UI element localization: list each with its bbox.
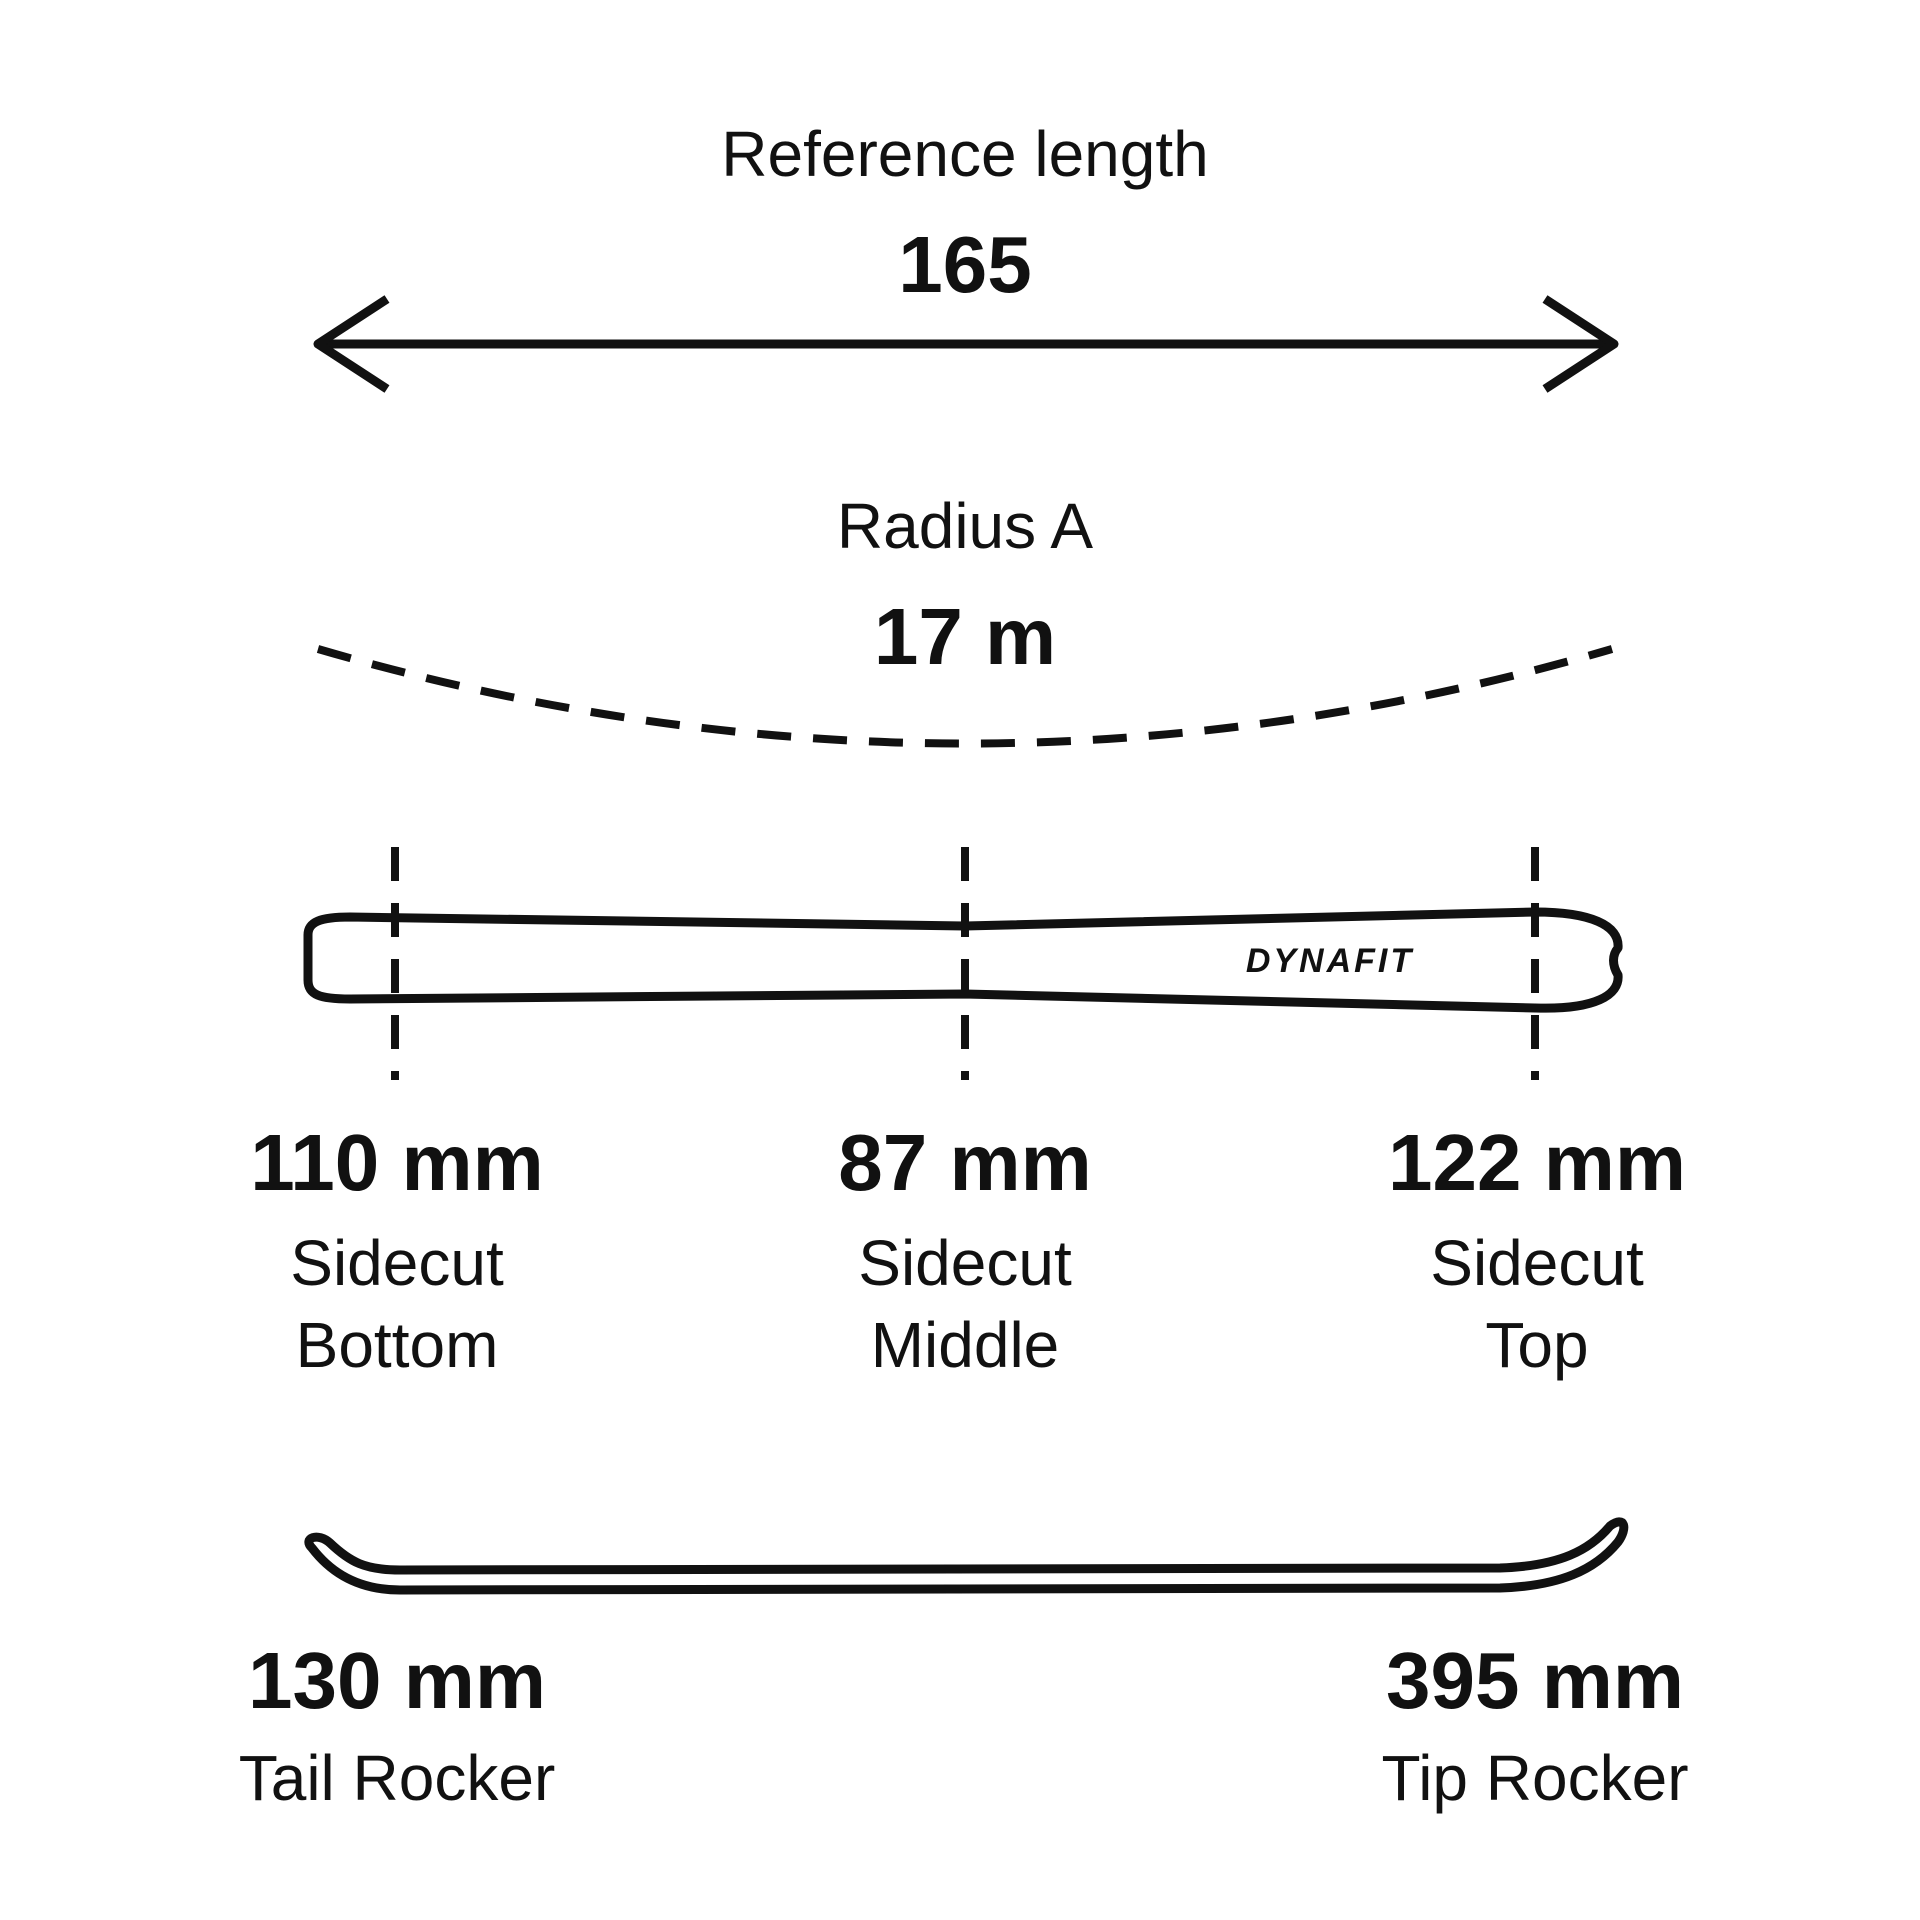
dynafit-logo: DYNAFIT xyxy=(1246,942,1415,980)
sidecut-middle-sublabel: Middle xyxy=(871,1309,1060,1381)
tip-rocker: 395 mm Tip Rocker xyxy=(1381,1636,1688,1814)
reference-length-label: Reference length xyxy=(721,118,1208,190)
sidecut-bottom-sublabel: Bottom xyxy=(296,1309,499,1381)
radius-label: Radius A xyxy=(837,490,1093,562)
ski-side-profile xyxy=(304,1517,1629,1595)
ski-top-view: DYNAFIT xyxy=(303,907,1623,1013)
radius-value: 17 m xyxy=(874,592,1056,681)
sidecut-middle: 87 mm Sidecut Middle xyxy=(838,1118,1091,1381)
radius-arc xyxy=(316,645,1614,748)
sidecut-bottom: 110 mm Sidecut Bottom xyxy=(250,1118,544,1381)
sidecut-top: 122 mm Sidecut Top xyxy=(1388,1118,1686,1381)
tip-rocker-label: Tip Rocker xyxy=(1381,1742,1688,1814)
tail-rocker: 130 mm Tail Rocker xyxy=(239,1636,556,1814)
tail-rocker-label: Tail Rocker xyxy=(239,1742,556,1814)
double-arrow-icon xyxy=(313,295,1619,393)
tail-rocker-value: 130 mm xyxy=(248,1636,546,1725)
sidecut-top-label: Sidecut xyxy=(1430,1227,1644,1299)
sidecut-top-sublabel: Top xyxy=(1485,1309,1588,1381)
sidecut-bottom-label: Sidecut xyxy=(290,1227,504,1299)
sidecut-middle-value: 87 mm xyxy=(838,1118,1091,1207)
sidecut-bottom-value: 110 mm xyxy=(250,1118,544,1207)
tip-rocker-value: 395 mm xyxy=(1386,1636,1684,1725)
sidecut-top-value: 122 mm xyxy=(1388,1118,1686,1207)
reference-length-value: 165 xyxy=(898,220,1031,309)
sidecut-middle-label: Sidecut xyxy=(858,1227,1072,1299)
